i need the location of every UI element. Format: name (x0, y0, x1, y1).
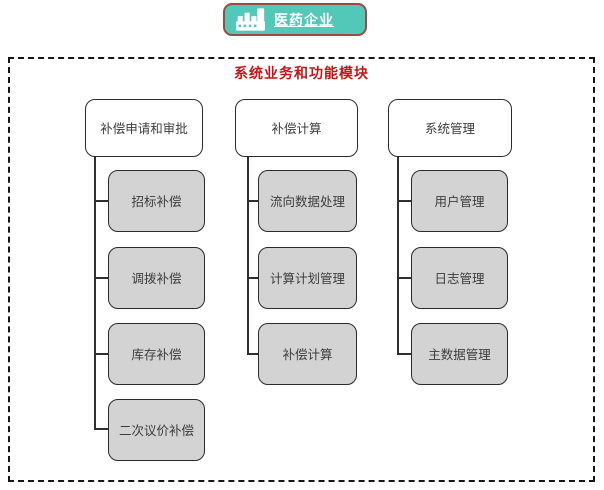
connector-branch (397, 353, 411, 355)
connector-branch (247, 200, 258, 202)
tree-child-inventory-compensation: 库存补偿 (108, 323, 205, 385)
connector-branch (247, 353, 258, 355)
tree-child-calculation-plan-management: 计算计划管理 (258, 247, 357, 309)
factory-icon (236, 8, 265, 31)
connector-trunk (247, 157, 249, 355)
connector-branch (94, 353, 108, 355)
connector-branch (397, 200, 411, 202)
enterprise-badge: 医药企业 (223, 3, 367, 36)
tree-child-bidding-compensation: 招标补偿 (108, 170, 205, 232)
tree-parent-compensation-apply-approve: 补偿申请和审批 (85, 99, 203, 157)
tree-child-master-data-management: 主数据管理 (411, 323, 508, 385)
connector-branch (94, 200, 108, 202)
connector-branch (94, 277, 108, 279)
tree-child-flow-data-processing: 流向数据处理 (258, 170, 357, 232)
panel-title: 系统业务和功能模块 (234, 66, 369, 82)
tree-child-second-negotiation-compensation: 二次议价补偿 (108, 399, 205, 461)
connector-branch (397, 277, 411, 279)
tree-child-user-management: 用户管理 (411, 170, 508, 232)
connector-trunk (397, 157, 399, 355)
tree-child-log-management: 日志管理 (411, 247, 508, 309)
connector-branch (247, 277, 258, 279)
tree-parent-system-management: 系统管理 (388, 99, 512, 157)
tree-child-allocation-compensation: 调拨补偿 (108, 247, 205, 309)
connector-branch (94, 428, 108, 430)
enterprise-badge-label: 医药企业 (274, 12, 334, 29)
tree-parent-compensation-calculation: 补偿计算 (235, 99, 358, 157)
tree-child-compensation-calculation: 补偿计算 (258, 323, 357, 385)
connector-trunk (94, 157, 96, 429)
